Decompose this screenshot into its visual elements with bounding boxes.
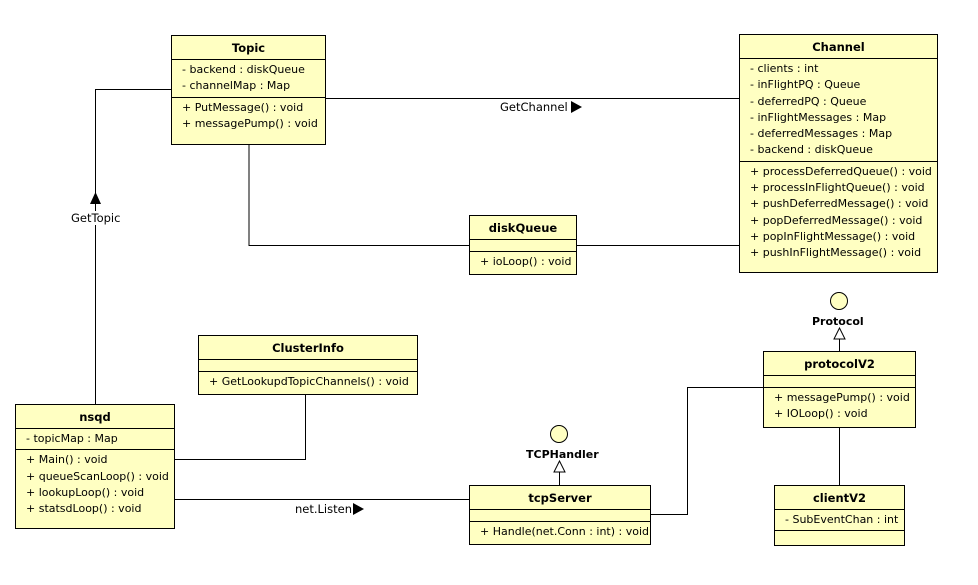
attribute: - deferredMessages : Map	[750, 127, 893, 141]
topic-diskqueue-association	[248, 145, 469, 246]
attributes-section	[199, 360, 417, 372]
class-tcpserver[interactable]: tcpServer + Handle(net.Conn : int) : voi…	[469, 485, 651, 545]
operation: + statsdLoop() : void	[26, 502, 142, 516]
attribute: - clients : int	[750, 62, 819, 75]
net-listen-label: net.Listen	[295, 502, 352, 516]
operation: + PutMessage() : void	[182, 100, 304, 114]
operation: + Handle(net.Conn : int) : void	[480, 525, 650, 538]
get-topic-label: GetTopic	[71, 211, 121, 225]
attribute: - inFlightPQ : Queue	[750, 78, 861, 92]
get-channel-label: GetChannel	[500, 100, 568, 114]
operations-section: + messagePump() : void + IOLoop() : void	[764, 388, 915, 425]
operation: + queueScanLoop() : void	[26, 469, 169, 483]
attribute: - backend : diskQueue	[750, 143, 873, 157]
attributes-section: - topicMap : Map	[16, 429, 174, 451]
get-channel-direction-icon	[571, 101, 582, 113]
attributes-section	[470, 240, 576, 252]
attributes-section: - SubEventChan : int	[775, 510, 904, 532]
operations-section	[775, 531, 904, 542]
class-channel[interactable]: Channel - clients : int - inFlightPQ : Q…	[739, 34, 938, 273]
tcpserver-protocolv2-association	[651, 387, 763, 515]
class-diskqueue[interactable]: diskQueue + ioLoop() : void	[469, 215, 577, 275]
operations-section: + Main() : void + queueScanLoop() : void…	[16, 450, 174, 519]
tcphandler-interface-label: TCPHandler	[526, 448, 599, 461]
operations-section: + processDeferredQueue() : void + proces…	[740, 162, 937, 264]
operations-section: + PutMessage() : void + messagePump() : …	[172, 98, 325, 135]
class-protocolv2[interactable]: protocolV2 + messagePump() : void + IOLo…	[763, 351, 916, 428]
get-topic-arrowhead	[90, 192, 101, 204]
operation: + messagePump() : void	[182, 116, 318, 130]
operation: + lookupLoop() : void	[26, 485, 145, 499]
class-name: diskQueue	[470, 216, 576, 240]
tcphandler-realization-arrowhead	[553, 459, 566, 473]
operations-section: + GetLookupdTopicChannels() : void	[199, 372, 417, 392]
nsqd-clusterinfo-association	[175, 395, 306, 460]
attribute: - backend : diskQueue	[182, 63, 305, 76]
attribute: - SubEventChan : int	[785, 513, 899, 526]
class-name: ClusterInfo	[199, 336, 417, 360]
class-clusterinfo[interactable]: ClusterInfo + GetLookupdTopicChannels() …	[198, 335, 418, 395]
operation: + IOLoop() : void	[774, 407, 868, 421]
class-name: tcpServer	[470, 486, 650, 510]
nsqd-topic-association	[95, 89, 171, 404]
operation: + ioLoop() : void	[480, 255, 572, 268]
class-topic[interactable]: Topic - backend : diskQueue - channelMap…	[171, 35, 326, 145]
operations-section: + ioLoop() : void	[470, 252, 576, 272]
attribute: - topicMap : Map	[26, 432, 118, 445]
tcphandler-interface-icon[interactable]	[550, 425, 568, 443]
operation: + processInFlightQueue() : void	[750, 181, 925, 195]
operations-section: + Handle(net.Conn : int) : void	[470, 522, 650, 542]
attributes-section: - clients : int - inFlightPQ : Queue - d…	[740, 59, 937, 162]
operation: + pushInFlightMessage() : void	[750, 246, 922, 260]
attributes-section	[470, 510, 650, 522]
operation: + messagePump() : void	[774, 391, 910, 404]
attributes-section	[764, 376, 915, 388]
protocol-interface-label: Protocol	[812, 315, 864, 328]
class-name: clientV2	[775, 486, 904, 510]
net-listen-direction-icon	[353, 503, 364, 515]
attribute: - inFlightMessages : Map	[750, 110, 887, 124]
operation: + GetLookupdTopicChannels() : void	[209, 375, 409, 388]
protocol-realization-arrowhead	[833, 326, 846, 340]
class-name: protocolV2	[764, 352, 915, 376]
operation: + pushDeferredMessage() : void	[750, 197, 929, 211]
attribute: - deferredPQ : Queue	[750, 94, 867, 108]
attributes-section: - backend : diskQueue - channelMap : Map	[172, 60, 325, 98]
operation: + popInFlightMessage() : void	[750, 229, 916, 243]
protocol-interface-icon[interactable]	[830, 292, 848, 310]
operation: + Main() : void	[26, 453, 108, 467]
class-nsqd[interactable]: nsqd - topicMap : Map + Main() : void + …	[15, 404, 175, 529]
attribute: - channelMap : Map	[182, 79, 291, 93]
operation: + processDeferredQueue() : void	[750, 164, 932, 178]
class-name: Channel	[740, 35, 937, 59]
operation: + popDeferredMessage() : void	[750, 213, 923, 227]
class-name: Topic	[172, 36, 325, 60]
class-name: nsqd	[16, 405, 174, 429]
class-clientv2[interactable]: clientV2 - SubEventChan : int	[774, 485, 905, 546]
